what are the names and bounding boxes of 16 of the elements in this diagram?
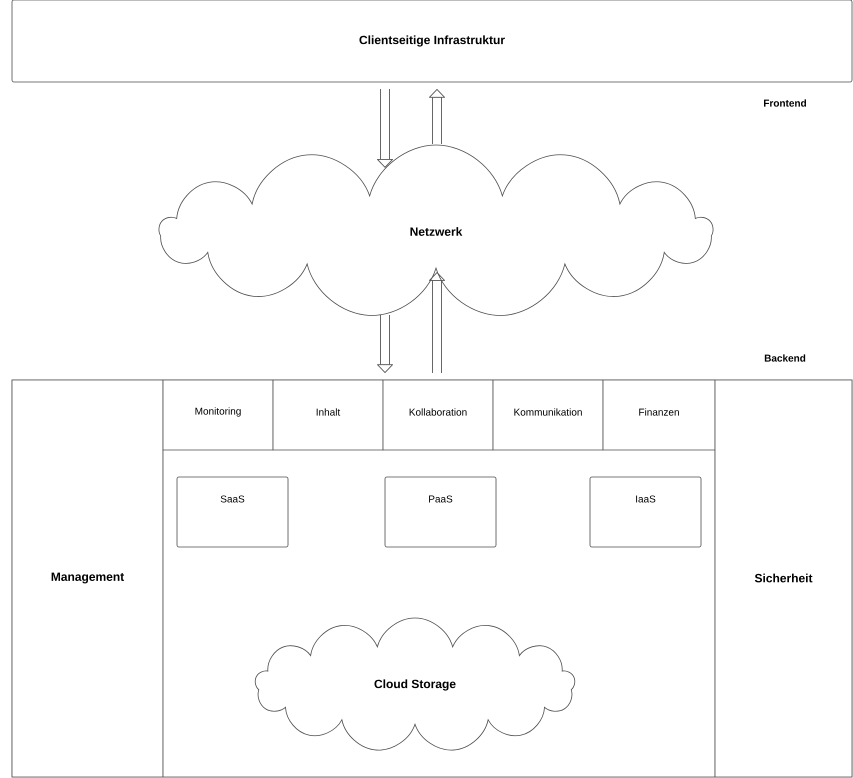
layer-label: Frontend bbox=[764, 99, 806, 107]
category-cell: Inhalt bbox=[272, 380, 384, 450]
service-box: PaaS bbox=[384, 476, 496, 548]
category-cell: Kollaboration bbox=[382, 380, 494, 450]
category-cell: Kommunikation bbox=[492, 380, 604, 450]
hollow-arrow bbox=[377, 89, 393, 168]
layer-label: Backend bbox=[764, 354, 806, 362]
hollow-arrow bbox=[429, 89, 445, 144]
column-box: Management bbox=[12, 380, 164, 778]
service-box: IaaS bbox=[590, 476, 702, 548]
header-box: Clientseitige Infrastruktur bbox=[12, 0, 852, 82]
category-cell: Finanzen bbox=[602, 380, 716, 450]
hollow-arrow bbox=[377, 315, 393, 373]
hollow-arrow bbox=[429, 272, 445, 373]
service-box: SaaS bbox=[176, 476, 288, 548]
category-cell: Monitoring bbox=[162, 380, 274, 450]
